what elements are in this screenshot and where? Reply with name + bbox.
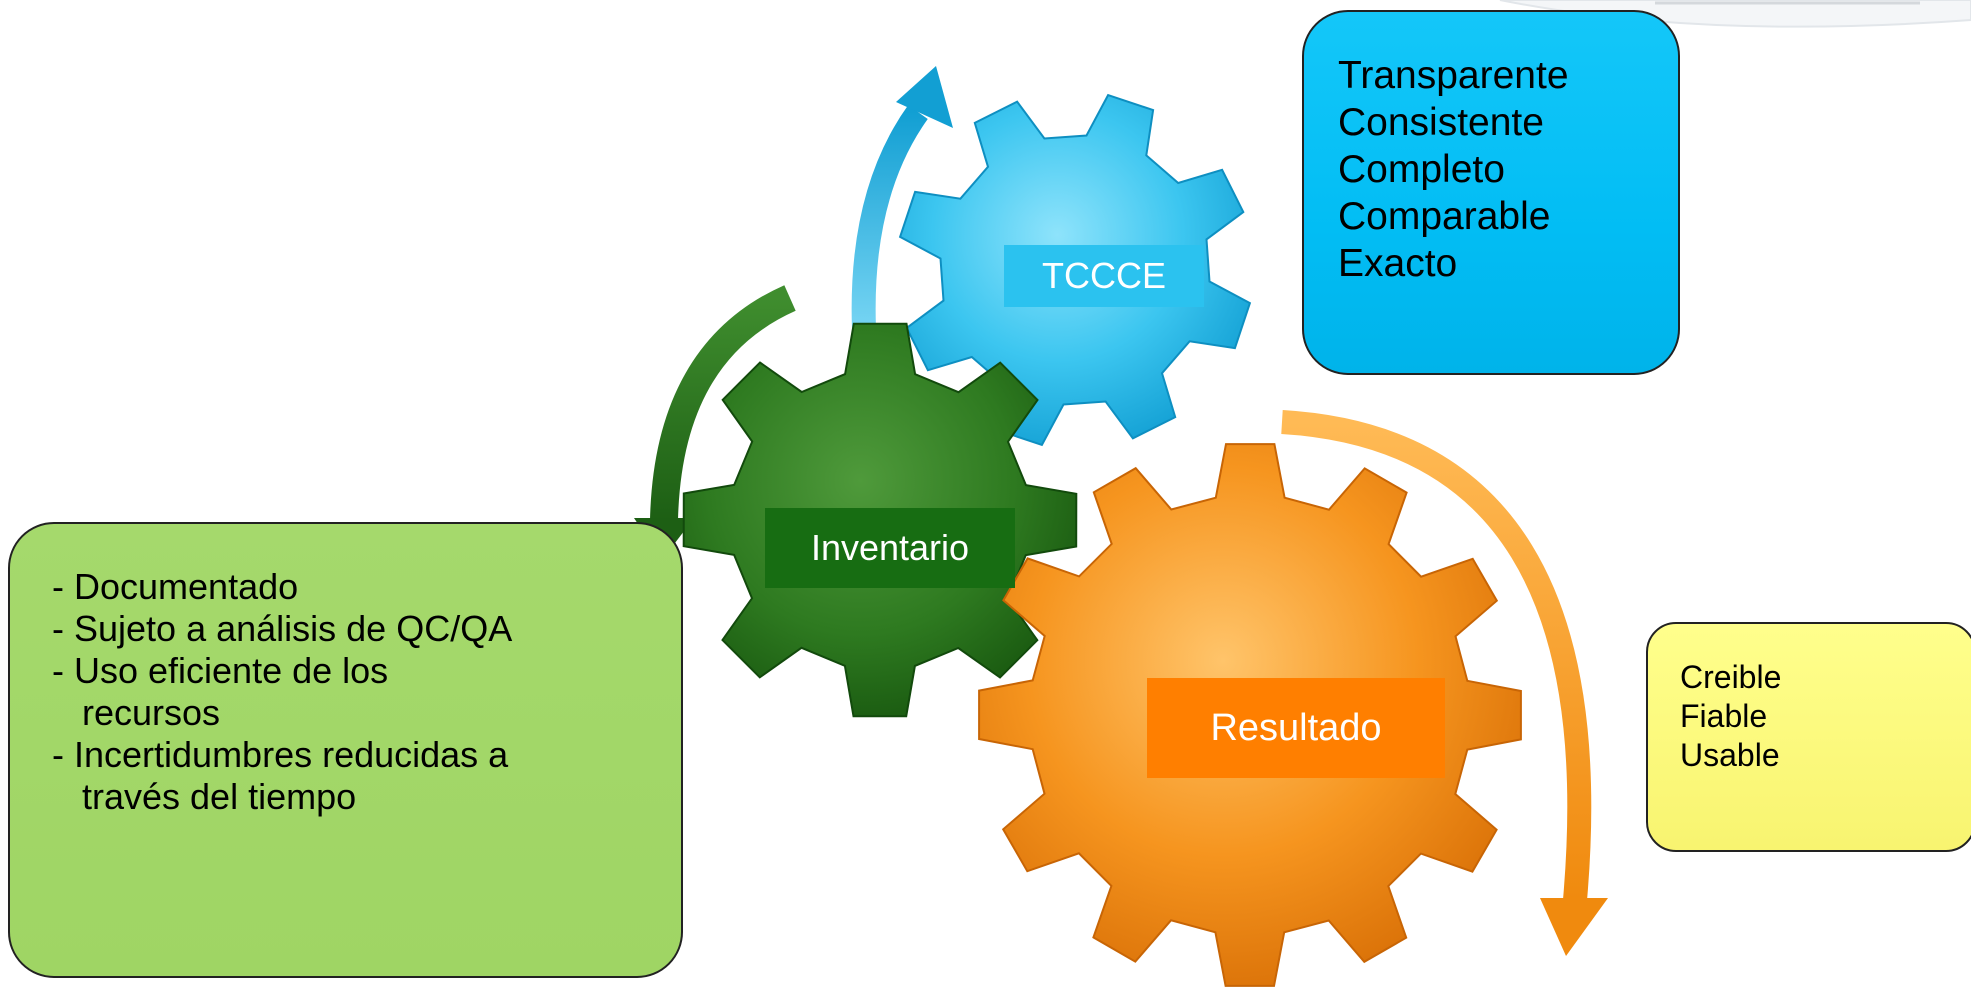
gear-label-resultado: Resultado — [1147, 678, 1445, 778]
resultado-item: Fiable — [1680, 698, 1768, 734]
tccce-item: Transparente — [1338, 54, 1569, 97]
inventario-item: - Uso eficiente de los — [52, 650, 389, 691]
gear-label-inventario: Inventario — [765, 508, 1015, 588]
inventario-properties-box: - Documentado - Sujeto a análisis de QC/… — [8, 522, 683, 978]
resultado-item: Usable — [1680, 737, 1780, 773]
arrow-blue-up — [851, 66, 953, 349]
gear-label-tccce: TCCCE — [1004, 245, 1204, 307]
inventario-item: recursos — [82, 692, 221, 733]
inventario-item: - Documentado — [52, 566, 299, 607]
tccce-properties-box: Transparente Consistente Completo Compar… — [1302, 10, 1680, 375]
tccce-item: Exacto — [1338, 242, 1458, 285]
inventario-item: - Sujeto a análisis de QC/QA — [52, 608, 513, 649]
resultado-properties-box: Creible Fiable Usable — [1646, 622, 1971, 852]
resultado-item: Creible — [1680, 659, 1782, 695]
tccce-item: Comparable — [1338, 195, 1551, 238]
inventario-item: través del tiempo — [82, 776, 357, 817]
inventario-item: - Incertidumbres reducidas a — [52, 734, 509, 775]
tccce-item: Consistente — [1338, 101, 1544, 144]
tccce-item: Completo — [1338, 148, 1505, 191]
arrow-orange-down — [1281, 410, 1608, 956]
